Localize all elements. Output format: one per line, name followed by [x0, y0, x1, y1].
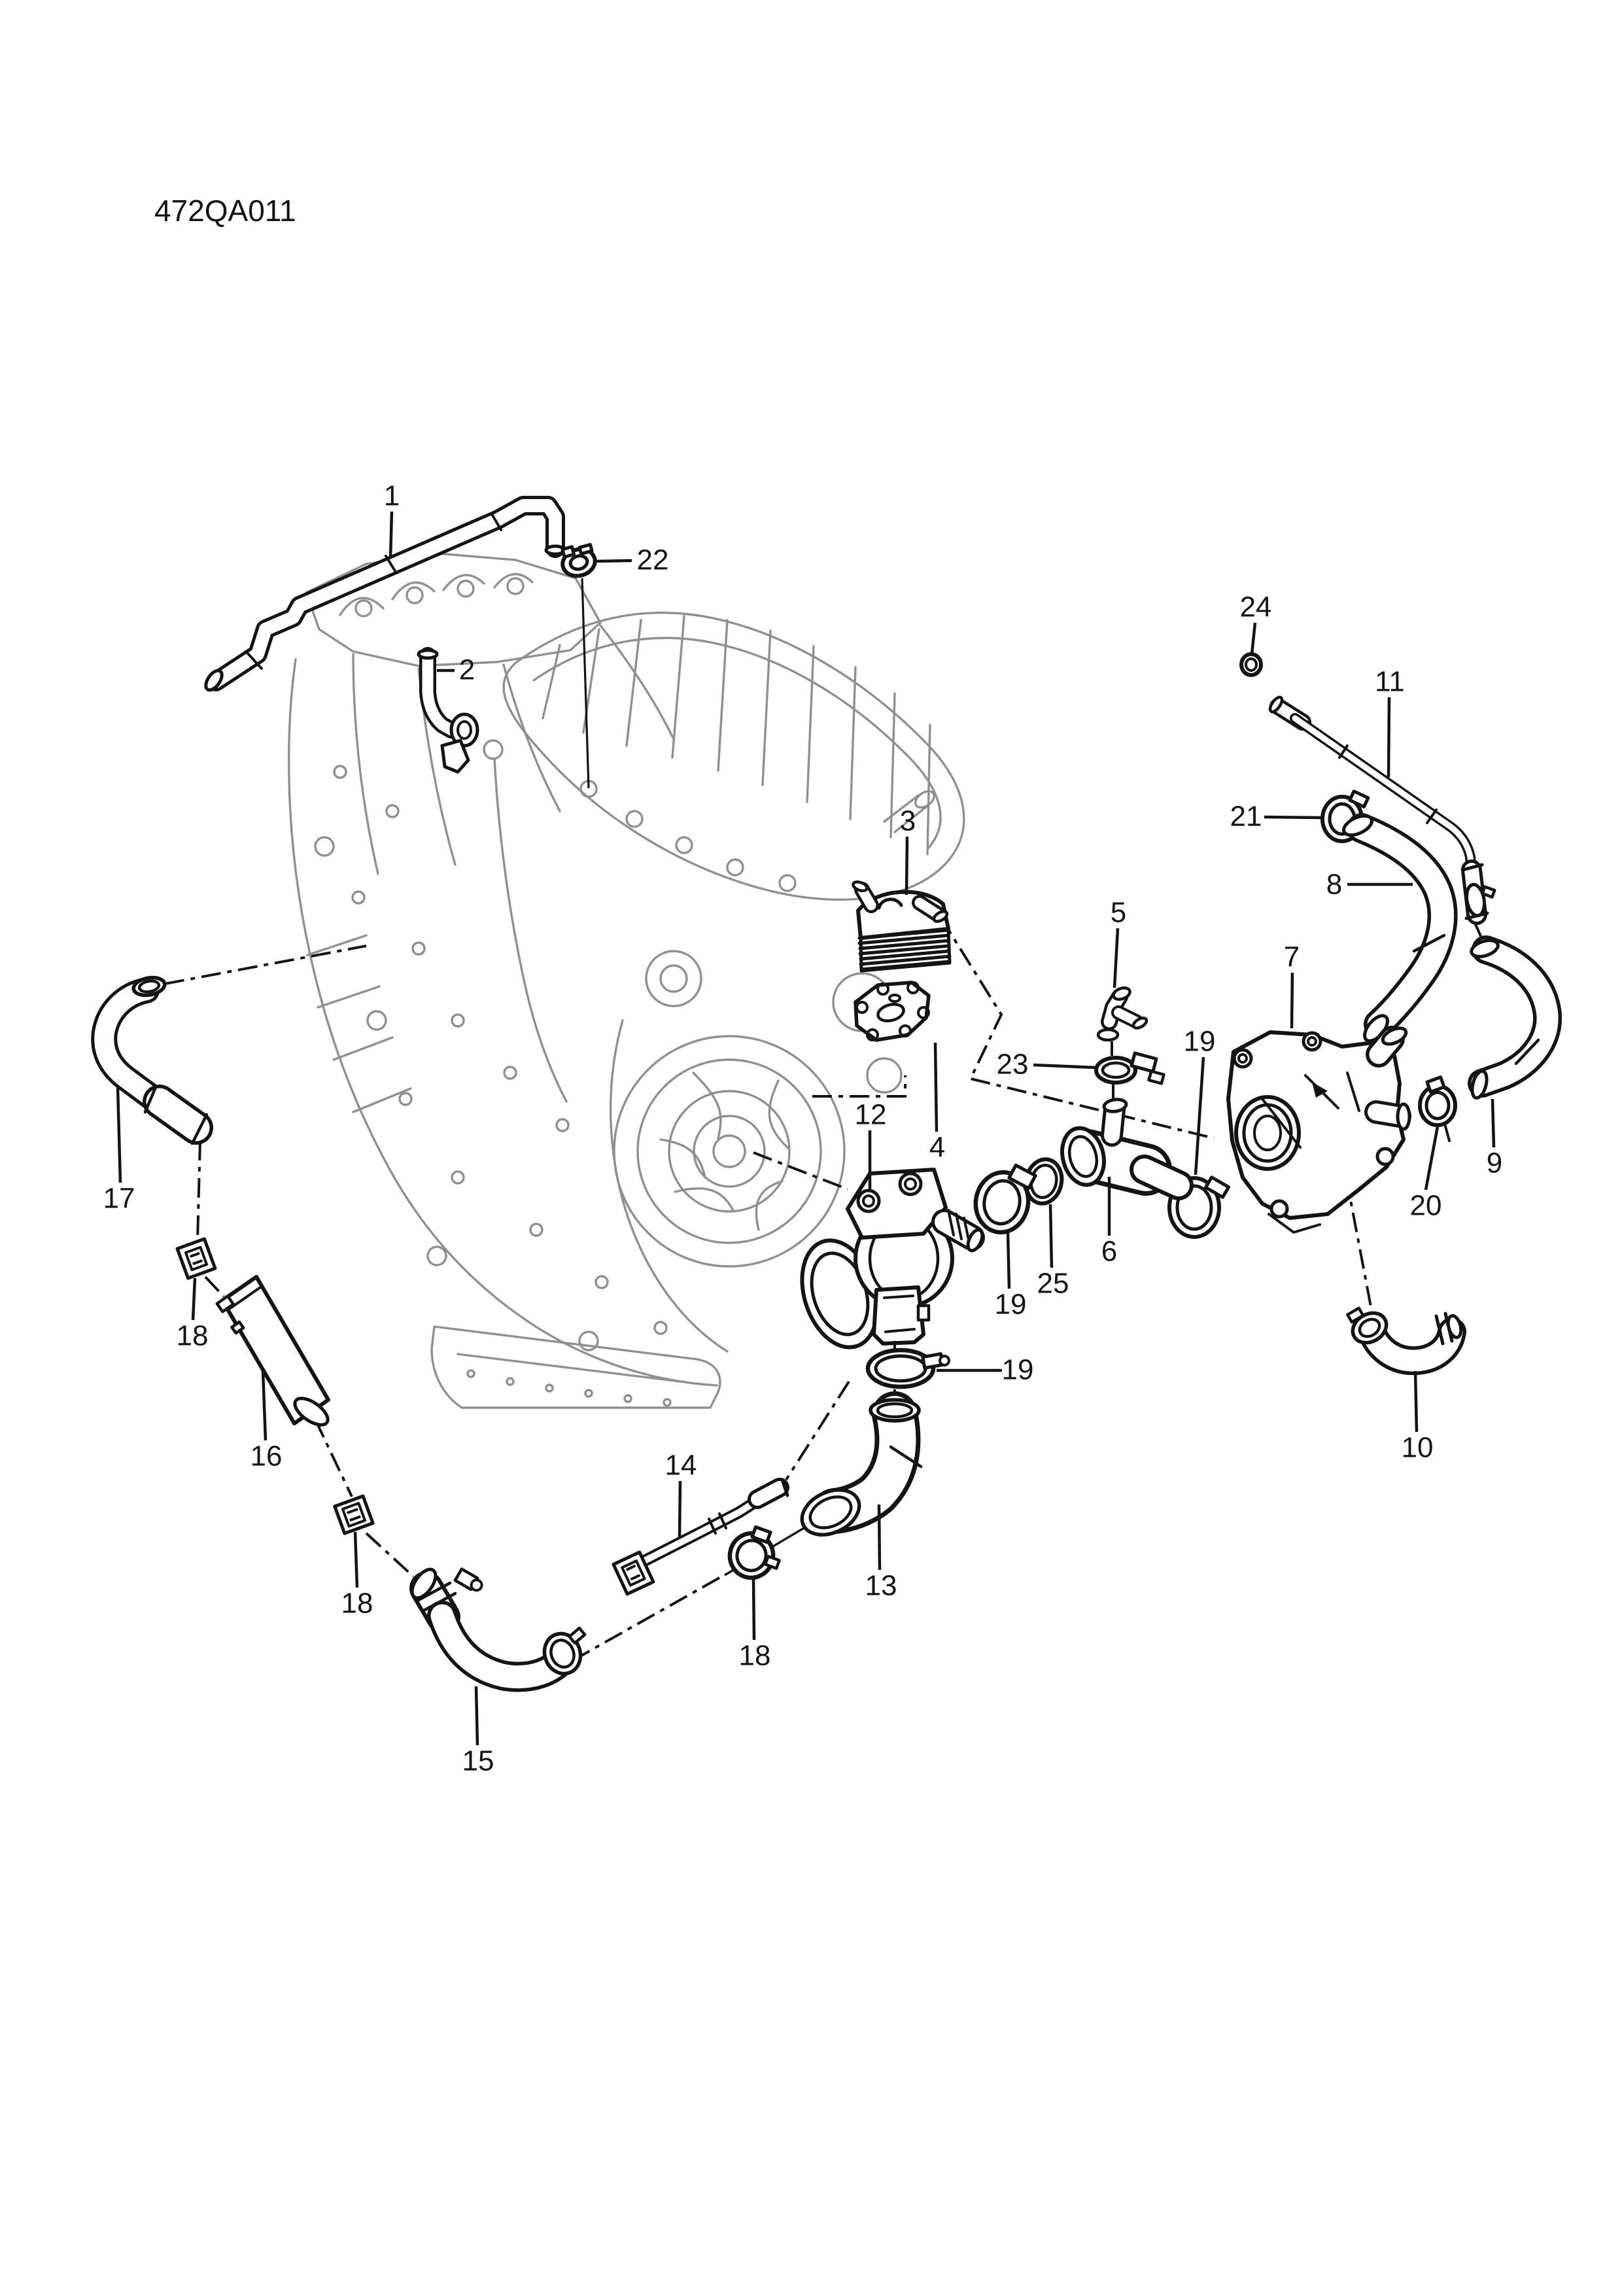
callout-leader-20	[1424, 1126, 1440, 1191]
callout-leader-21	[1264, 815, 1322, 820]
callout-leader-3	[905, 836, 909, 896]
callout-label-18: 18	[177, 1320, 209, 1352]
part-4-gasket	[854, 981, 931, 1042]
part-12-water-pump	[800, 1168, 985, 1405]
callout-label-16: 16	[250, 1440, 283, 1472]
part-18-clip-left	[175, 1237, 217, 1280]
callout-label-19: 19	[995, 1289, 1027, 1321]
part-1-hose	[204, 496, 566, 692]
part-20-clamp	[1418, 1075, 1457, 1142]
assembly-axis-lines	[164, 578, 1484, 1660]
callout-label-13: 13	[865, 1570, 897, 1602]
callout-label-1: 1	[384, 480, 400, 512]
callout-label-20: 20	[1410, 1190, 1442, 1222]
callout-leader-4	[933, 1042, 939, 1132]
callout-label-17: 17	[103, 1183, 135, 1215]
part-18-clip-lower-left	[333, 1494, 375, 1535]
callout-leader-18	[353, 1531, 359, 1588]
page-code: 472QA011	[154, 194, 296, 228]
callout-label-7: 7	[1284, 941, 1300, 973]
callout-leader-1	[388, 511, 394, 559]
callout-label-10: 10	[1402, 1432, 1434, 1464]
callout-label-12: 12	[855, 1099, 887, 1131]
callout-label-3: 3	[900, 805, 916, 837]
part-23-clamp	[1094, 1051, 1165, 1099]
callout-label-2: 2	[459, 654, 475, 686]
callout-leader-19	[1006, 1232, 1011, 1289]
callout-label-5: 5	[1111, 897, 1126, 929]
callout-leader-25	[1048, 1204, 1054, 1268]
callout-leaders	[116, 511, 1496, 1746]
callout-leader-5	[1113, 928, 1120, 988]
callout-label-18: 18	[341, 1588, 373, 1620]
callout-leader-16	[261, 1370, 267, 1441]
part-14-pipe	[612, 1478, 789, 1596]
part-5-sensor-elbow	[1096, 986, 1148, 1056]
callout-label-19: 19	[1184, 1026, 1216, 1058]
engine-line-art	[287, 552, 965, 1409]
part-8-hose	[1342, 813, 1458, 1043]
callout-label-21: 21	[1230, 801, 1262, 833]
part-17-hose	[91, 975, 213, 1145]
callout-label-15: 15	[462, 1745, 494, 1777]
callout-label-6: 6	[1101, 1236, 1117, 1268]
callout-leader-15	[474, 1686, 479, 1746]
callout-leader-24	[1250, 622, 1257, 655]
callout-label-8: 8	[1326, 869, 1342, 901]
part-16-hose	[215, 1275, 330, 1427]
callout-leader-18	[751, 1577, 756, 1641]
part-19-clamp-pump	[958, 1163, 1037, 1243]
part-13-hose	[800, 1391, 923, 1537]
callout-leader-9	[1491, 1098, 1496, 1148]
callout-leader-19	[1194, 1056, 1205, 1175]
callout-label-18: 18	[739, 1640, 771, 1672]
callout-leader-13	[877, 1504, 882, 1571]
part-10-hose	[1346, 1306, 1466, 1376]
callout-label-9: 9	[1487, 1147, 1502, 1179]
callout-leader-17	[116, 1087, 122, 1183]
callout-leader-10	[1413, 1370, 1419, 1433]
part-3-oil-cooler	[852, 880, 952, 973]
callout-label-11: 11	[1375, 666, 1405, 698]
part-6-connector-pipe	[1037, 1098, 1194, 1200]
part-24-oring	[1239, 652, 1263, 677]
callout-leader-23	[1033, 1063, 1096, 1070]
part-11-pipe	[1268, 695, 1496, 925]
callout-label-23: 23	[997, 1049, 1029, 1081]
callout-leader-18	[191, 1278, 197, 1321]
callout-label-14: 14	[665, 1450, 697, 1482]
part-15-hose	[409, 1567, 587, 1692]
part-19-clamp-lower	[865, 1348, 950, 1389]
callout-label-22: 22	[637, 544, 669, 576]
part-7-thermostat-housing	[1226, 1026, 1411, 1234]
part-18-clamp-mid	[727, 1525, 781, 1580]
part-2-pipe	[417, 647, 479, 774]
part-22-clamp	[561, 543, 597, 578]
callout-label-19: 19	[1002, 1354, 1034, 1386]
part-9-hose	[1468, 935, 1562, 1100]
callout-label-4: 4	[929, 1132, 945, 1164]
callout-label-25: 25	[1037, 1268, 1069, 1300]
callout-labels: 1222241121873523194126251919209101718161…	[103, 480, 1503, 1777]
callout-label-24: 24	[1240, 591, 1272, 623]
